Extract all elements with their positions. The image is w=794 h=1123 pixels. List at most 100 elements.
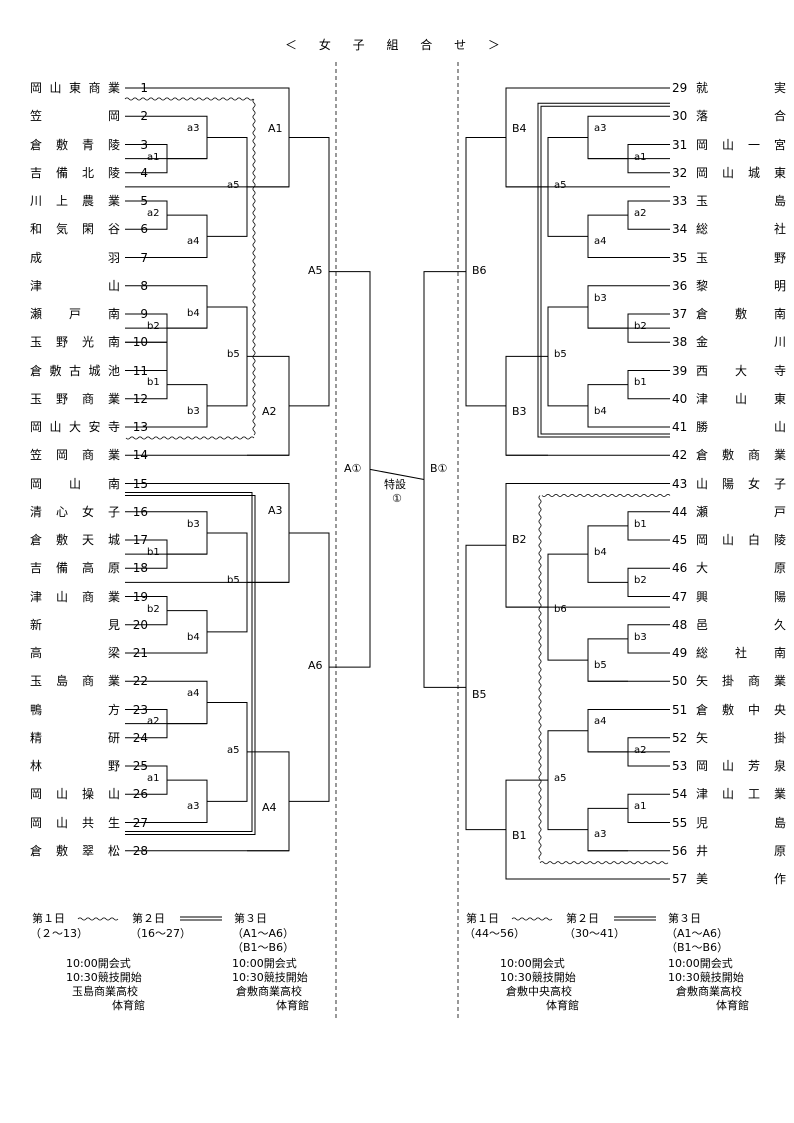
match-label: b4: [187, 308, 200, 319]
schedule-day2-range: （16～27）: [130, 927, 191, 940]
team-number: 26: [132, 787, 148, 802]
schedule-day3-range: （B1～B6）: [232, 941, 295, 954]
team-number: 16: [132, 504, 148, 519]
schedule-day2-range: （30～41）: [564, 927, 625, 940]
day2-double-line: [540, 105, 670, 435]
team-name: 玉野商業: [30, 391, 120, 406]
team-name: 倉敷翠松: [30, 843, 120, 858]
team-name: 落合: [696, 109, 786, 124]
team-name: 川上農業: [30, 194, 120, 208]
team-name: 総社南: [696, 646, 786, 660]
match-label: A6: [308, 659, 323, 672]
team-number: 54: [672, 787, 688, 802]
match-label: b3: [594, 293, 607, 304]
match-label: B4: [512, 122, 527, 135]
match-label: B5: [472, 688, 487, 701]
team-number: 24: [132, 730, 148, 745]
schedule-time: 10:30競技開始: [232, 971, 308, 984]
schedule-venue: 体育館: [546, 999, 579, 1012]
schedule-time: 10:30競技開始: [668, 971, 744, 984]
match-label: A1: [268, 122, 283, 135]
day1-wavy-line: [252, 98, 256, 436]
match-label: a1: [147, 773, 160, 784]
team-number: 5: [140, 194, 148, 208]
schedule-day3-range: （A1～A6）: [232, 927, 295, 940]
team-number: 45: [672, 533, 688, 547]
team-number: 8: [140, 278, 148, 293]
schedule-venue: 玉島商業高校: [72, 985, 138, 998]
team-name: 西大寺: [696, 363, 786, 378]
team-number: 51: [672, 702, 688, 717]
team-name: 新見: [30, 617, 120, 632]
team-name: 山陽女子: [696, 476, 786, 491]
team-name: 吉備高原: [30, 561, 120, 576]
team-number: 12: [132, 391, 148, 406]
team-number: 37: [672, 307, 688, 321]
team-name: 矢掛商業: [696, 674, 786, 689]
team-number: 17: [132, 533, 148, 547]
final-line: [369, 468, 425, 481]
schedule-time: 10:00開会式: [500, 957, 565, 970]
team-number: 32: [672, 165, 688, 180]
schedule-time: 10:00開会式: [668, 957, 733, 970]
match-label: A5: [308, 264, 323, 277]
match-label: b1: [634, 377, 647, 388]
team-number: 35: [672, 250, 688, 265]
match-label: a5: [227, 745, 240, 756]
match-label: a5: [227, 180, 240, 191]
match-label: b3: [187, 519, 200, 530]
schedule-day1-range: （２～13）: [30, 927, 88, 940]
team-number: 29: [672, 81, 688, 95]
team-number: 43: [672, 476, 688, 491]
team-name: 矢掛: [696, 730, 786, 745]
match-label: a2: [634, 745, 647, 756]
day2-double-line: [537, 102, 670, 438]
team-name: 井原: [696, 843, 786, 858]
team-name: 倉敷中央: [696, 702, 786, 717]
match-label: b3: [634, 632, 647, 643]
day1-wavy-line: [539, 861, 669, 865]
match-label: b2: [634, 575, 647, 586]
team-number: 50: [672, 674, 688, 689]
team-name: 岡山共生: [30, 815, 120, 830]
team-name: 瀬戸南: [30, 307, 120, 321]
match-label: b5: [227, 349, 240, 360]
team-name: 玉野光南: [30, 335, 120, 350]
schedule-day1: 第１日: [466, 912, 499, 925]
team-number: 2: [140, 109, 148, 124]
schedule-time: 10:00開会式: [66, 957, 131, 970]
schedule-day1-range: （44～56）: [464, 927, 525, 940]
team-number: 53: [672, 759, 688, 773]
team-name: 笠岡: [30, 109, 120, 124]
team-number: 38: [672, 335, 688, 350]
team-number: 44: [672, 504, 688, 519]
match-label: a4: [594, 236, 607, 247]
team-name: 清心女子: [30, 504, 120, 519]
match-label: b4: [594, 406, 607, 417]
match-label: a2: [634, 208, 647, 219]
match-label: b1: [634, 519, 647, 530]
schedule-day3: 第３日: [668, 912, 701, 925]
schedule-time: 10:30競技開始: [66, 971, 142, 984]
team-number: 34: [672, 222, 688, 237]
match-label: b1: [147, 547, 160, 558]
day1-wavy-line: [538, 495, 542, 860]
team-name: 津山工業: [696, 787, 786, 802]
team-name: 鴨方: [30, 702, 120, 717]
match-label: b1: [147, 377, 160, 388]
team-number: 20: [132, 617, 148, 632]
team-name: 岡山東商業: [30, 81, 120, 95]
schedule-venue: 倉敷中央高校: [506, 985, 572, 998]
team-name: 津山商業: [30, 589, 120, 604]
team-name: 林野: [30, 759, 120, 773]
match-label: a5: [554, 773, 567, 784]
final-label: 特設: [384, 478, 406, 491]
schedule-time: 10:00開会式: [232, 957, 297, 970]
team-name: 和気閑谷: [30, 222, 120, 237]
team-name: 岡山芳泉: [696, 759, 786, 773]
team-name: 倉敷天城: [30, 533, 120, 547]
team-number: 30: [672, 109, 688, 124]
team-number: 7: [140, 250, 148, 265]
team-name: 倉敷古城池: [30, 363, 120, 378]
